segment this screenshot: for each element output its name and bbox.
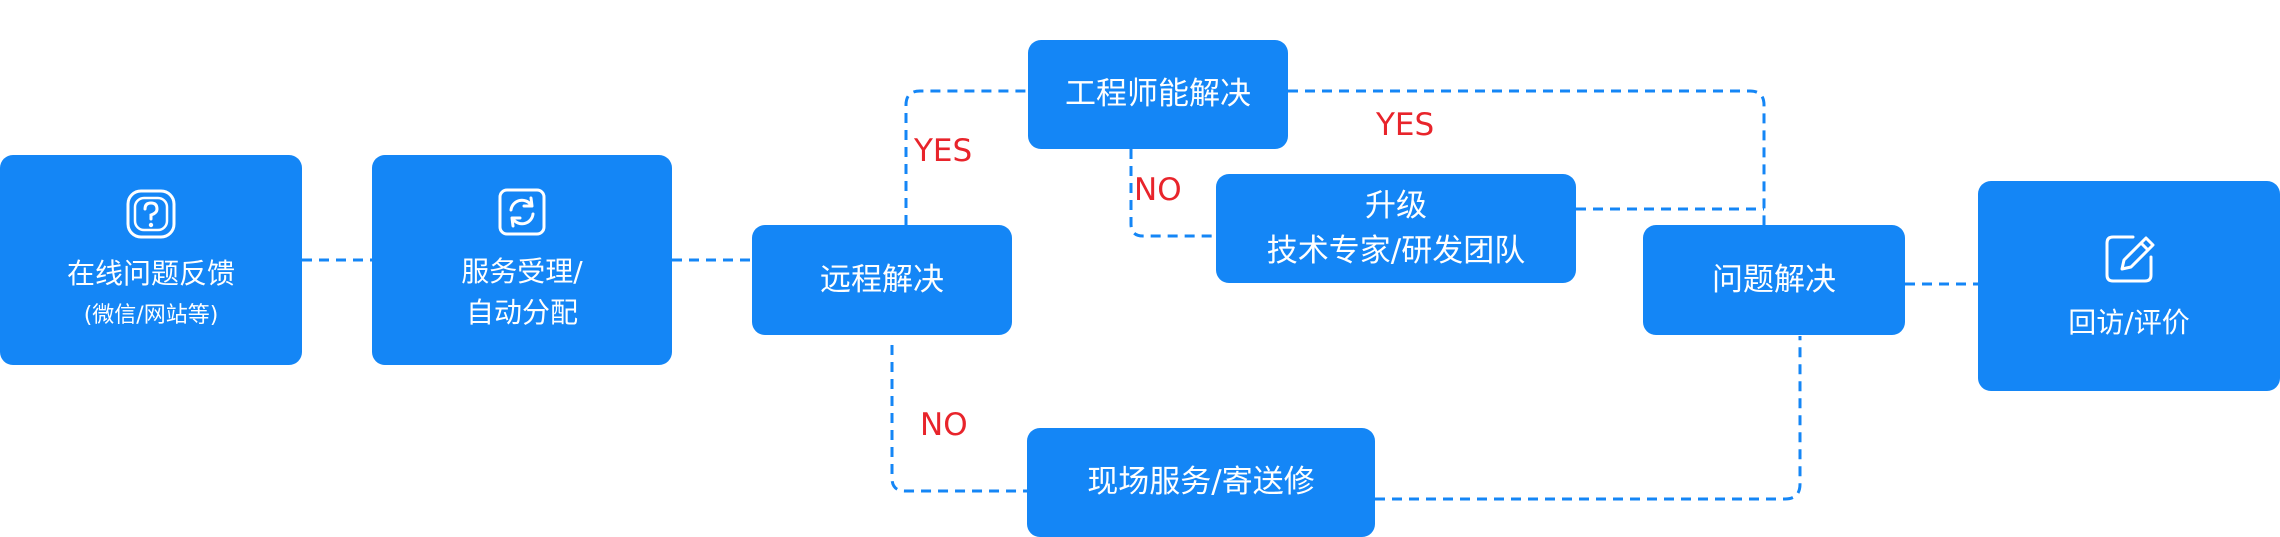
node-engineer-resolve-label: 工程师能解决: [1065, 76, 1251, 113]
edge-label-engineer-yes: YES: [1376, 107, 1435, 143]
node-remote-resolve-label: 远程解决: [820, 261, 944, 298]
node-onsite-service[interactable]: 现场服务/寄送修: [1027, 428, 1375, 537]
edge-label-engineer-no: NO: [1134, 172, 1182, 208]
node-review[interactable]: 回访/评价: [1978, 181, 2280, 391]
edge-label-remote-yes: YES: [914, 133, 973, 169]
edit-icon: [2105, 235, 2155, 283]
connector-engineer-escalate-no: [1129, 149, 1216, 238]
connector-remote-onsite-no: [890, 345, 1027, 493]
connector-remote-engineer-yes: [904, 89, 1028, 225]
node-onsite-service-label: 现场服务/寄送修: [1087, 464, 1315, 501]
node-escalate-expert[interactable]: 升级 技术专家/研发团队: [1216, 174, 1576, 283]
node-escalate-line2: 技术专家/研发团队: [1266, 232, 1526, 269]
question-icon: [126, 189, 176, 239]
node-service-accept-line2: 自动分配: [465, 296, 578, 329]
refresh-icon: [498, 188, 546, 236]
node-review-label: 回访/评价: [2068, 305, 2190, 339]
node-online-feedback[interactable]: 在线问题反馈 (微信/网站等): [0, 155, 302, 365]
node-service-accept[interactable]: 服务受理/ 自动分配: [372, 155, 672, 365]
node-remote-resolve[interactable]: 远程解决: [752, 225, 1012, 335]
connector-onsite-solved: [1375, 336, 1802, 501]
edge-label-remote-no: NO: [920, 407, 968, 443]
node-engineer-resolve[interactable]: 工程师能解决: [1028, 40, 1288, 149]
node-problem-solved-label: 问题解决: [1712, 261, 1836, 298]
node-service-accept-line1: 服务受理/: [461, 255, 583, 289]
node-online-feedback-subtitle: (微信/网站等): [83, 303, 219, 329]
node-online-feedback-title: 在线问题反馈: [66, 256, 235, 290]
node-escalate-line1: 升级: [1365, 187, 1427, 224]
connector-engineer-solved-yes: [1288, 89, 1766, 225]
node-problem-solved[interactable]: 问题解决: [1643, 225, 1905, 335]
